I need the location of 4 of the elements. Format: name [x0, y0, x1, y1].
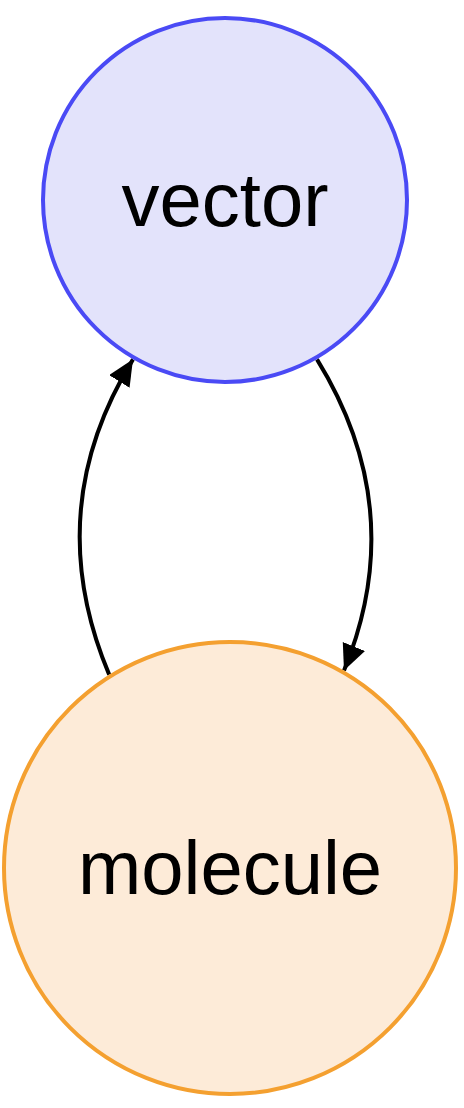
node-label: vector	[121, 162, 329, 238]
arrow	[77, 358, 135, 676]
arrow	[315, 358, 374, 672]
node-label: molecule	[77, 830, 383, 906]
